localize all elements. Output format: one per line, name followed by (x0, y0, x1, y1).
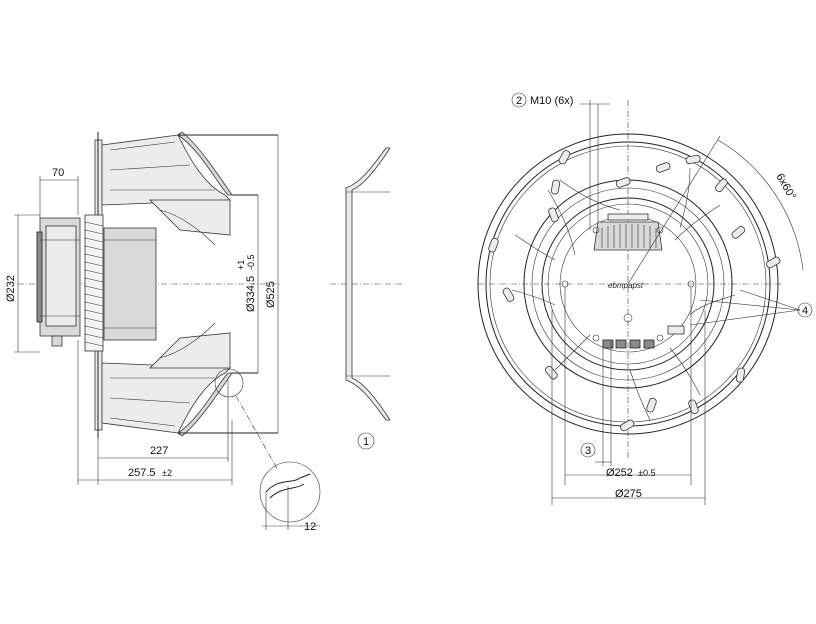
blades (511, 167, 736, 421)
blade-top (101, 134, 231, 206)
dim-3345-tol-upper: +1 (236, 260, 246, 270)
blade-slots (488, 150, 781, 432)
side-view: 70 Ø232 Ø334.5 +1 -0.5 Ø525 227 257.5 ±2 (5, 131, 321, 533)
callout-4-label: 4 (802, 305, 808, 317)
dim-2575-tol: ±2 (162, 468, 172, 478)
dim-227-label: 227 (150, 445, 168, 457)
dim-252-tol: ±0.5 (638, 468, 655, 478)
dim-12-label: 12 (304, 521, 316, 533)
detail-view: 12 (259, 461, 321, 533)
terminal-block (593, 213, 663, 251)
callout-3-label: 3 (585, 445, 591, 457)
callout-3-circle (580, 442, 596, 458)
brand-logo-text: ebmpapst (608, 281, 644, 290)
callout-4-circle (797, 302, 813, 318)
dim-2575-label: 257.5 (128, 467, 156, 479)
callout-1-circle (357, 432, 375, 450)
dim-70-label: 70 (52, 167, 64, 179)
motor-housing (103, 227, 157, 341)
detail-marker (214, 368, 244, 398)
callout-2-circle (511, 92, 527, 108)
connectors (602, 313, 685, 349)
rotor-fins (84, 214, 104, 352)
inlet-ring (345, 147, 391, 421)
outer-ring (477, 133, 779, 435)
motor-ring (541, 197, 715, 371)
dim-232-label: Ø232 (5, 275, 17, 302)
dim-3345-label: Ø334.5 (245, 276, 257, 312)
dim-252-label: Ø252 (606, 467, 633, 479)
dim-525-label: Ø525 (265, 281, 277, 308)
callout-2-label: 2 (516, 95, 522, 107)
front-view: ebmpapst 2 M10 (6x) 6x60° (477, 92, 813, 505)
angle-arc (717, 139, 804, 271)
dim-275-label: Ø275 (615, 488, 642, 500)
thread-label: M10 (6x) (530, 95, 573, 107)
callout-1-label: 1 (363, 436, 369, 448)
inlet-ring-view: 1 (330, 147, 402, 450)
dim-3345-tol-lower: -0.5 (246, 254, 256, 270)
cable-gland (51, 335, 63, 347)
